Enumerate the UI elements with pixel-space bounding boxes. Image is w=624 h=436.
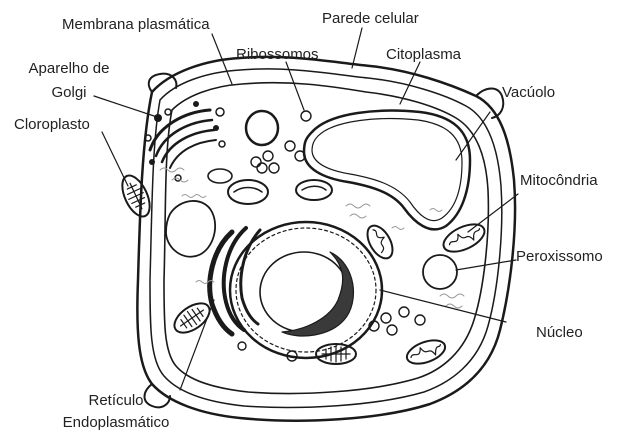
label-mitocondria: Mitocôndria — [520, 172, 598, 189]
leader-citoplasma — [400, 62, 420, 104]
label-reticulo: Retículo — [56, 392, 176, 409]
chloroplast-lower-left — [169, 298, 214, 339]
wall-corner-right — [476, 89, 503, 119]
vacuole-membrane — [312, 119, 462, 221]
label-parede-celular: Parede celular — [322, 10, 419, 27]
golgi-apparatus — [145, 101, 225, 181]
label-vacuolo: Vacúolo — [502, 84, 555, 101]
label-golgi: Golgi — [18, 84, 120, 101]
chromatin-crescent — [282, 252, 353, 336]
label-endoplasmatico: Endoplasmático — [46, 414, 186, 431]
peroxisome — [423, 255, 457, 289]
chloroplast-mid — [296, 180, 332, 200]
label-nucleo: Núcleo — [536, 324, 583, 341]
leader-parede — [352, 28, 362, 68]
vesicle-large — [246, 111, 278, 145]
leader-vacuolo — [456, 112, 490, 160]
leader-nucleo — [380, 290, 506, 322]
label-cloroplasto: Cloroplasto — [14, 116, 90, 133]
mitochondrion-top — [208, 169, 232, 183]
small-vacuole — [166, 201, 215, 257]
chloroplast-top — [228, 180, 268, 204]
leader-cloroplasto — [102, 132, 128, 186]
er-fold-3 — [241, 230, 260, 324]
label-membrana-plasmatica: Membrana plasmática — [62, 16, 210, 33]
mitochondrion-bottom — [404, 336, 448, 368]
cytoplasm-texture — [160, 168, 464, 308]
label-peroxissomo: Peroxissomo — [516, 248, 624, 265]
label-aparelho-de: Aparelho de — [18, 60, 120, 77]
er-fold-1 — [210, 232, 232, 334]
leader-mitocondria — [468, 194, 518, 232]
label-ribossomos: Ribossomos — [236, 46, 319, 63]
leader-reticulo — [180, 300, 214, 390]
chloroplast-bottom — [316, 344, 356, 364]
label-citoplasma: Citoplasma — [386, 46, 461, 63]
chloroplast-left — [117, 171, 156, 220]
